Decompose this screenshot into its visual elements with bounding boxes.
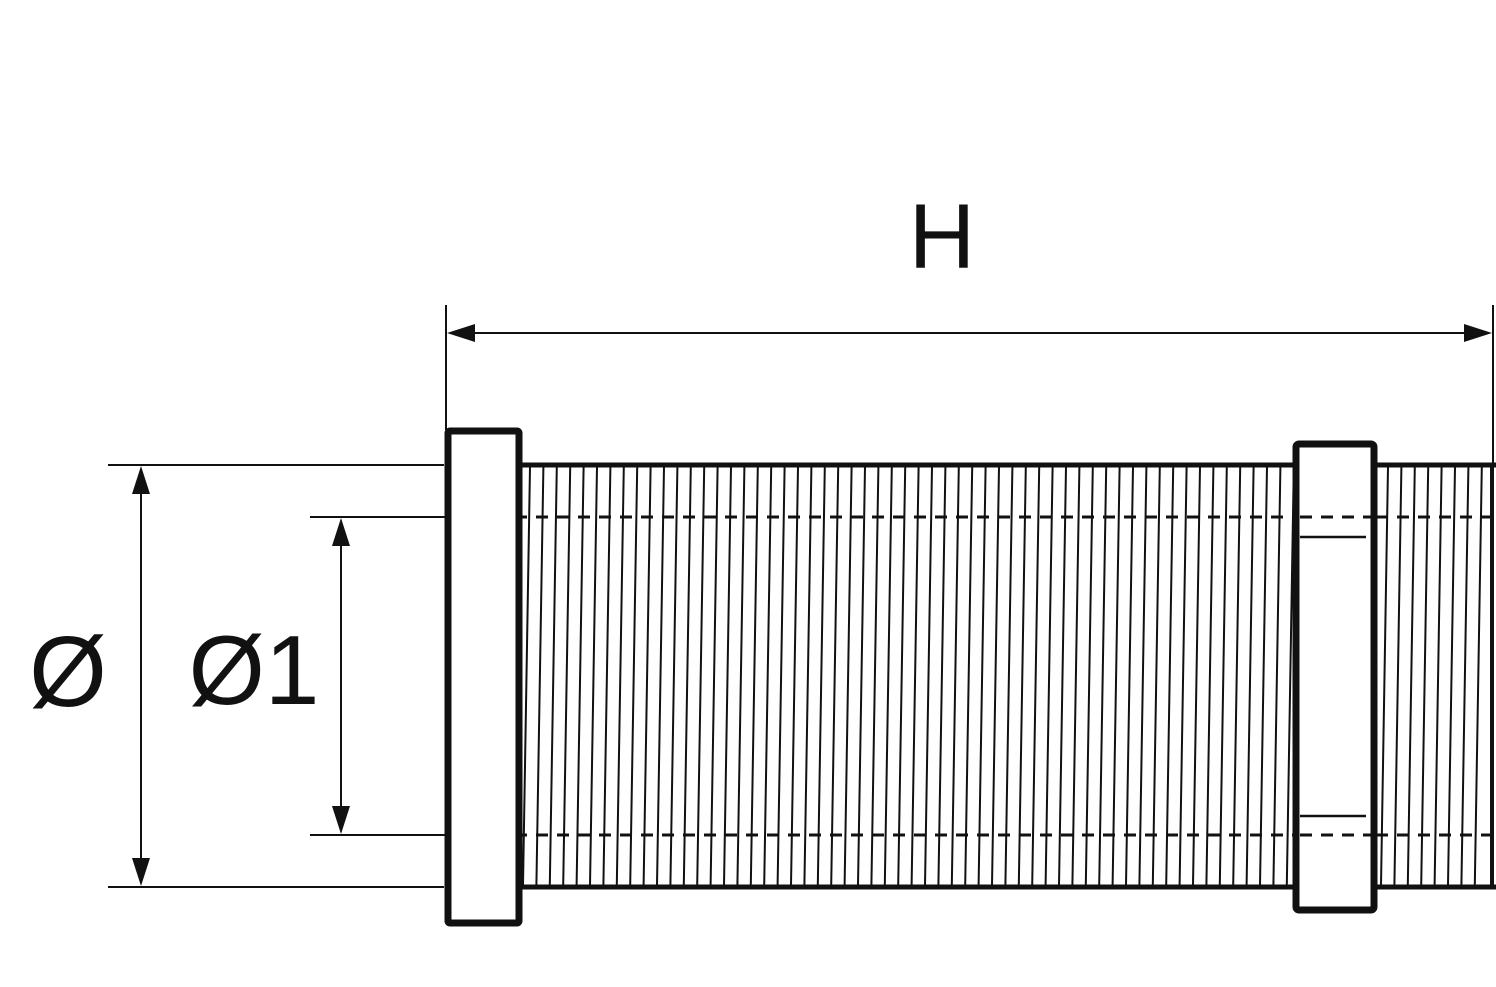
thread-lines-main	[522, 466, 1295, 886]
thread-line	[1433, 466, 1443, 886]
inner-diameter-label: Ø1	[189, 615, 320, 725]
inner-diameter-arrowhead-bottom	[332, 806, 350, 834]
thread-line	[1044, 466, 1054, 886]
inner-diameter-dimension: Ø1	[189, 516, 446, 836]
flange	[444, 427, 523, 927]
length-arrowhead-left	[447, 324, 475, 342]
thread-line	[682, 466, 692, 886]
thread-line	[696, 466, 706, 886]
thread-line	[642, 466, 652, 886]
thread-line	[562, 466, 572, 886]
thread-line	[1071, 466, 1081, 886]
thread-line	[522, 466, 531, 886]
inner-diameter-arrowhead-top	[332, 518, 350, 546]
thread-line	[669, 466, 679, 886]
thread-line	[1031, 466, 1041, 886]
thread-line	[816, 466, 826, 886]
thread-line	[1447, 466, 1456, 886]
thread-line	[1125, 466, 1134, 886]
thread-line	[763, 466, 773, 886]
thread-line	[991, 466, 1000, 886]
thread-line	[709, 466, 719, 886]
thread-line	[1406, 466, 1416, 886]
thread-line	[1259, 466, 1268, 886]
thread-line	[1098, 466, 1108, 886]
thread-line	[1165, 466, 1175, 886]
lock-nut-body	[1292, 440, 1378, 914]
thread-line	[937, 466, 947, 886]
outer-diameter-label: Ø	[29, 616, 107, 728]
thread-line	[589, 466, 598, 886]
thread-line	[1058, 466, 1067, 886]
thread-line	[723, 466, 732, 886]
thread-line	[656, 466, 665, 886]
thread-line	[1393, 466, 1403, 886]
thread-line	[924, 466, 933, 886]
thread-line	[1460, 466, 1470, 886]
thread-line	[776, 466, 786, 886]
thread-line	[1017, 466, 1027, 886]
length-dimension: H	[445, 186, 1494, 465]
thread-line	[602, 466, 612, 886]
thread-line	[883, 466, 893, 886]
thread-line	[1380, 466, 1389, 886]
thread-line	[548, 466, 558, 886]
thread-line	[1218, 466, 1228, 886]
outer-diameter-dimension: Ø	[29, 464, 444, 888]
thread-line	[1084, 466, 1094, 886]
thread-line	[803, 466, 813, 886]
thread-line	[749, 466, 759, 886]
lock-nut	[1292, 440, 1378, 914]
thread-line	[1473, 466, 1483, 886]
length-label: H	[909, 186, 975, 288]
thread-line	[1138, 466, 1148, 886]
thread-lines-end	[1380, 466, 1483, 886]
thread-line	[843, 466, 853, 886]
thread-line	[1004, 466, 1014, 886]
thread-line	[857, 466, 866, 886]
thread-line	[575, 466, 585, 886]
thread-line	[615, 466, 625, 886]
thread-line	[1111, 466, 1121, 886]
thread-line	[535, 466, 545, 886]
thread-line	[1272, 466, 1282, 886]
thread-line	[1420, 466, 1430, 886]
outer-diameter-arrowhead-bottom	[132, 858, 150, 886]
thread-line	[1178, 466, 1188, 886]
thread-line	[910, 466, 920, 886]
thread-line	[964, 466, 974, 886]
thread-line	[1151, 466, 1161, 886]
thread-line	[830, 466, 840, 886]
thread-line	[897, 466, 907, 886]
thread-line	[790, 466, 799, 886]
outer-diameter-arrowhead-top	[132, 466, 150, 494]
thread-line	[736, 466, 746, 886]
length-arrowhead-right	[1464, 324, 1492, 342]
thread-line	[1205, 466, 1215, 886]
thread-line	[1245, 466, 1255, 886]
thread-line	[1192, 466, 1201, 886]
thread-line	[1232, 466, 1242, 886]
thread-line	[870, 466, 880, 886]
thread-line	[977, 466, 987, 886]
thread-line	[629, 466, 639, 886]
thread-line	[950, 466, 960, 886]
